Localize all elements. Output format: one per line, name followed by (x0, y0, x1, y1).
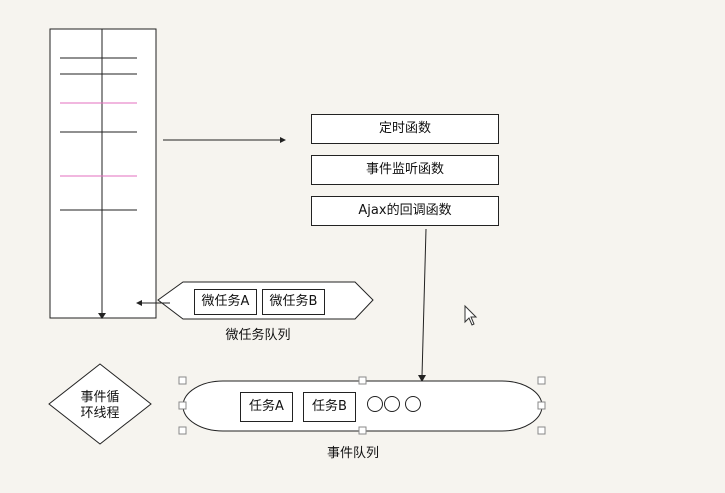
resize-handle[interactable] (537, 376, 546, 385)
queue-slot-icon (405, 396, 421, 412)
resize-handle[interactable] (537, 426, 546, 435)
callback-box-ajax: Ajax的回调函数 (311, 196, 499, 226)
selection-handles[interactable] (178, 376, 546, 435)
callback-box-event-listener: 事件监听函数 (311, 155, 499, 185)
queue-slot-icon (367, 396, 383, 412)
stack-arrowhead (98, 313, 106, 319)
resize-handle[interactable] (178, 426, 187, 435)
event-queue-capsule (182, 380, 543, 432)
arrowhead (280, 137, 286, 143)
resize-handle[interactable] (537, 401, 546, 410)
resize-handle[interactable] (178, 376, 187, 385)
event-loop-diamond (48, 363, 152, 445)
resize-handle[interactable] (178, 401, 187, 410)
call-stack (49, 28, 157, 319)
arrow-to-event-queue (421, 228, 427, 377)
arrowhead (418, 375, 426, 382)
event-loop-label-line1: 事件循 (80, 390, 120, 405)
task-b: 任务B (303, 392, 356, 422)
task-a: 任务A (240, 392, 293, 422)
queue-slot-icon (384, 396, 400, 412)
event-loop-label-line2: 环线程 (80, 406, 120, 421)
arrowhead (136, 300, 142, 306)
event-queue-caption: 事件队列 (326, 446, 379, 461)
resize-handle[interactable] (358, 426, 367, 435)
callback-box-timer: 定时函数 (311, 114, 499, 144)
resize-handle[interactable] (358, 376, 367, 385)
micro-task-b: 微任务B (262, 289, 325, 315)
micro-queue-caption: 微任务队列 (225, 328, 291, 343)
micro-task-a: 微任务A (194, 289, 257, 315)
mouse-pointer-icon (464, 304, 478, 326)
